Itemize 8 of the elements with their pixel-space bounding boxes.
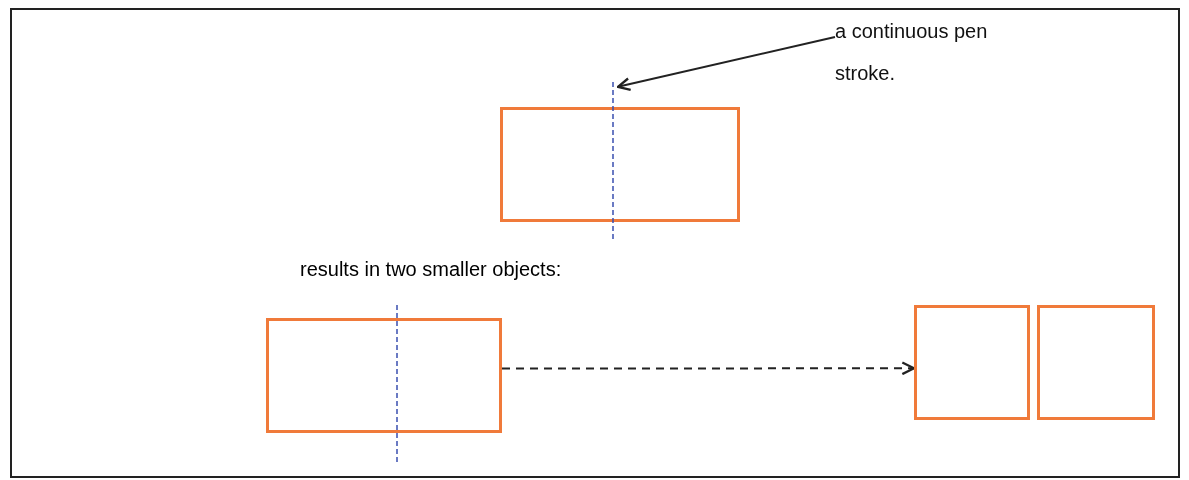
arrow xyxy=(616,36,836,92)
rectangle xyxy=(266,318,502,433)
rectangle xyxy=(1037,305,1155,420)
rectangle xyxy=(914,305,1030,420)
arrow xyxy=(501,361,916,376)
rectangle xyxy=(500,107,740,222)
caption-text: results in two smaller objects: xyxy=(300,258,562,281)
callout-text: a continuous pen stroke. xyxy=(835,10,1045,100)
